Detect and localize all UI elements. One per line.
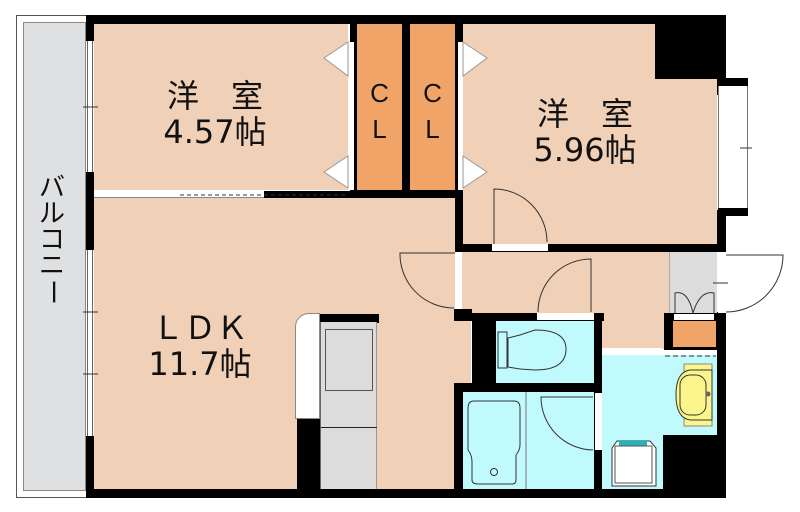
ldk-name: ＬＤＫ (151, 309, 248, 347)
wall-right-bottom (717, 312, 726, 498)
door-room2[interactable] (492, 244, 548, 251)
closet-2-door[interactable] (458, 42, 464, 190)
balcony-char: ル (38, 199, 65, 229)
balcony-char: ニ (38, 251, 65, 281)
wall-left-top (86, 15, 94, 41)
wall-hall-ldk-upper (455, 244, 463, 252)
shoebox-door (674, 314, 714, 320)
closet-2-door-leaf (462, 155, 488, 189)
wall-toilet-bottom (454, 383, 602, 392)
kitchen-unit (320, 322, 377, 489)
wall-closet-bottom (350, 190, 463, 198)
window-right-top (718, 78, 748, 86)
closet-1-label-c: C (370, 78, 389, 108)
stove[interactable] (325, 329, 373, 391)
shoebox (673, 321, 716, 347)
toilet-room (496, 321, 594, 383)
door-bath[interactable] (595, 393, 602, 450)
wall-right-mid (717, 210, 726, 252)
pillar-bottom-right (663, 435, 726, 498)
balcony-char: コ (38, 225, 65, 255)
closet-1-door[interactable] (348, 42, 354, 190)
closet-1-door-leaf (323, 41, 349, 77)
wall-toilet-top (454, 313, 604, 321)
balcony (23, 22, 86, 239)
wall-bath-left (454, 383, 463, 498)
western-room-2-name: 洋 室 (536, 95, 633, 133)
pillar-top-right (655, 15, 726, 79)
closet-2-label-l: L (425, 114, 440, 144)
window-left-lower (87, 250, 93, 436)
ldk (94, 198, 455, 489)
wall-left-mid (86, 172, 94, 250)
washbasin-fixture (675, 363, 713, 427)
door-toilet[interactable] (537, 313, 594, 320)
wall-left-bottom (86, 436, 94, 498)
western-room-2-size: 5.96帖 (533, 131, 637, 169)
western-room-1 (94, 24, 348, 190)
balcony-char: バ (38, 173, 65, 203)
closet-1-label-l: L (372, 114, 387, 144)
wall-toilet-left (472, 313, 496, 391)
wall-room2-bottom (455, 244, 726, 252)
closet-2 (410, 24, 455, 190)
kitchen-counter (295, 313, 320, 419)
sliding-door-room1[interactable] (94, 190, 348, 198)
hallway-ext (600, 252, 669, 349)
bathtub-fixture (467, 400, 521, 485)
balcony-label: バ ル コ ニ ー (32, 175, 72, 305)
counter-line (321, 427, 377, 428)
western-room-1-name: 洋 室 (166, 77, 263, 115)
closet-1-door-leaf (323, 155, 349, 189)
door-ldk-hall[interactable] (455, 252, 462, 310)
kitchen-top-wall (320, 314, 379, 323)
balcony-lower (23, 238, 86, 491)
wall-closet-left (350, 15, 358, 198)
toilet-fixture (497, 329, 567, 371)
door-washroom[interactable] (602, 348, 662, 355)
window-right-bottom (718, 208, 748, 216)
closet-2-label-c: C (423, 78, 442, 108)
kitchen-wall (297, 419, 321, 494)
washing-machine-fixture (611, 440, 657, 487)
closet-1 (357, 24, 402, 190)
western-room-1-size: 4.57帖 (163, 113, 267, 151)
entrance (669, 252, 717, 314)
bathroom (463, 392, 594, 489)
closet-2-door-leaf (462, 41, 488, 77)
window-right (718, 80, 748, 211)
wall-bottom (86, 489, 726, 498)
ldk-size: 11.7帖 (148, 345, 252, 383)
wall-closet-divider (402, 15, 410, 198)
